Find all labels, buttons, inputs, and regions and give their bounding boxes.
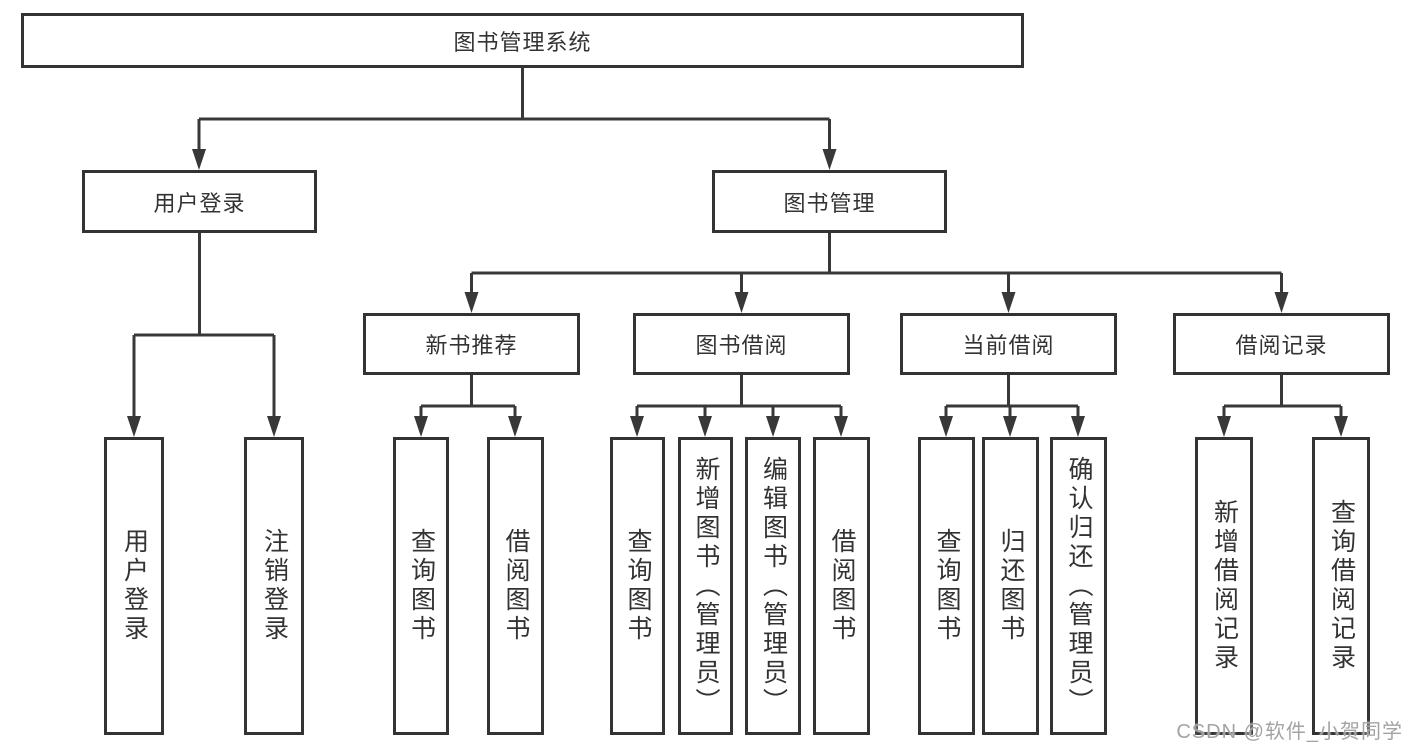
leaf-user-login: 用户登录	[104, 437, 164, 735]
leaf-query-books-current: 查询图书	[918, 437, 975, 735]
leaf-query-borrow-record: 查询借阅记录	[1312, 437, 1370, 735]
leaf-add-borrow-record: 新增借阅记录	[1195, 437, 1253, 735]
leaf-add-borrow-record-label: 新增借阅记录	[1210, 499, 1239, 673]
node-borrow-records: 借阅记录	[1173, 313, 1390, 375]
node-new-book-recommend-label: 新书推荐	[425, 333, 518, 358]
node-book-management-label: 图书管理	[783, 190, 876, 216]
node-library-system: 图书管理系统	[21, 13, 1024, 68]
leaf-borrow-books: 借阅图书	[813, 437, 870, 735]
node-borrow-records-label: 借阅记录	[1235, 333, 1328, 358]
csdn-watermark: CSDN @软件_小贺同学	[1176, 721, 1403, 743]
node-user-login-label: 用户登录	[153, 190, 246, 216]
leaf-borrow-books-recommend-label: 借阅图书	[502, 528, 530, 644]
leaf-edit-book-admin: 编辑图书（管理员）	[745, 437, 801, 735]
node-book-management: 图书管理	[712, 170, 947, 233]
leaf-query-borrow-record-label: 查询借阅记录	[1327, 499, 1356, 673]
leaf-add-book-admin: 新增图书（管理员）	[678, 437, 733, 735]
leaf-edit-book-admin-label: 编辑图书（管理员）	[759, 455, 788, 717]
leaf-logout-label: 注销登录	[260, 528, 289, 644]
leaf-logout: 注销登录	[244, 437, 304, 735]
leaf-query-books-borrow-label: 查询图书	[624, 528, 652, 644]
leaf-query-books-current-label: 查询图书	[933, 528, 961, 644]
leaf-borrow-books-label: 借阅图书	[828, 528, 856, 644]
node-book-borrow: 图书借阅	[633, 313, 850, 375]
node-new-book-recommend: 新书推荐	[363, 313, 580, 375]
node-current-borrow-label: 当前借阅	[962, 333, 1055, 358]
node-library-system-label: 图书管理系统	[453, 29, 592, 55]
leaf-confirm-return-admin-label: 确认归还（管理员）	[1065, 455, 1093, 717]
leaf-user-login-label: 用户登录	[120, 528, 149, 644]
leaf-return-book-label: 归还图书	[997, 528, 1025, 644]
leaf-query-books-recommend-label: 查询图书	[407, 528, 436, 644]
node-current-borrow: 当前借阅	[900, 313, 1117, 375]
leaf-query-books-borrow: 查询图书	[610, 437, 665, 735]
leaf-confirm-return-admin: 确认归还（管理员）	[1050, 437, 1107, 735]
leaf-add-book-admin-label: 新增图书（管理员）	[692, 455, 720, 717]
leaf-borrow-books-recommend: 借阅图书	[487, 437, 544, 735]
node-book-borrow-label: 图书借阅	[695, 333, 788, 358]
leaf-query-books-recommend: 查询图书	[393, 437, 449, 735]
leaf-return-book: 归还图书	[982, 437, 1039, 735]
node-user-login: 用户登录	[82, 170, 317, 233]
